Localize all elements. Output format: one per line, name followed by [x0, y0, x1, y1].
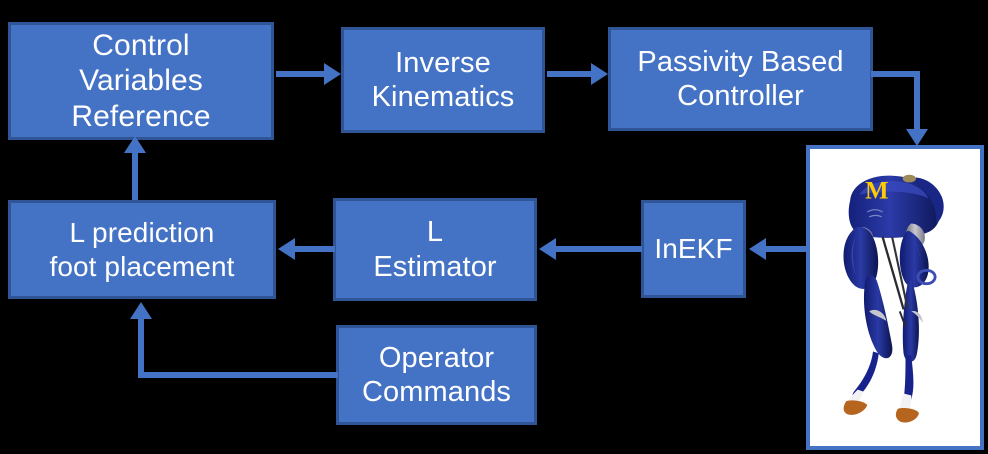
- bipedal-robot-icon: M: [843, 174, 944, 423]
- block-l-estimator[interactable]: L Estimator: [333, 198, 537, 301]
- edge-inverse-kinematics-to-passivity: [547, 71, 593, 77]
- block-l-prediction-foot-placement[interactable]: L prediction foot placement: [8, 200, 276, 299]
- arrowhead-l-estimator-in: [539, 238, 556, 260]
- edge-control-to-inverse-kinematics: [276, 71, 326, 77]
- block-inekf[interactable]: InEKF: [641, 200, 746, 298]
- edge-passivity-to-robot-horizontal: [871, 71, 920, 77]
- edge-operator-to-l-prediction-vertical: [138, 318, 144, 376]
- block-inverse-kinematics[interactable]: Inverse Kinematics: [341, 27, 545, 133]
- arrowhead-l-prediction-in-bottom: [130, 302, 152, 319]
- michigan-m-logo: M: [865, 178, 888, 205]
- edge-l-prediction-to-control: [132, 152, 138, 200]
- arrowhead-inverse-kinematics-in: [324, 63, 341, 85]
- block-operator-commands[interactable]: Operator Commands: [336, 325, 537, 425]
- edge-robot-to-inekf: [766, 246, 812, 252]
- edge-l-estimator-to-l-prediction: [295, 246, 335, 252]
- edge-operator-to-l-prediction-horizontal: [138, 372, 338, 378]
- block-control-variables-reference[interactable]: Control Variables Reference: [8, 22, 274, 140]
- arrowhead-l-prediction-in-right: [278, 238, 295, 260]
- arrowhead-robot-in: [906, 129, 928, 146]
- arrowhead-control-in: [124, 136, 146, 153]
- arrowhead-passivity-in: [591, 63, 608, 85]
- svg-text:M: M: [865, 178, 888, 205]
- edge-passivity-to-robot-vertical: [914, 71, 920, 133]
- block-passivity-based-controller[interactable]: Passivity Based Controller: [608, 27, 873, 131]
- robot-image-panel: M: [806, 145, 984, 450]
- arrowhead-inekf-in: [749, 238, 766, 260]
- edge-inekf-to-l-estimator: [556, 246, 642, 252]
